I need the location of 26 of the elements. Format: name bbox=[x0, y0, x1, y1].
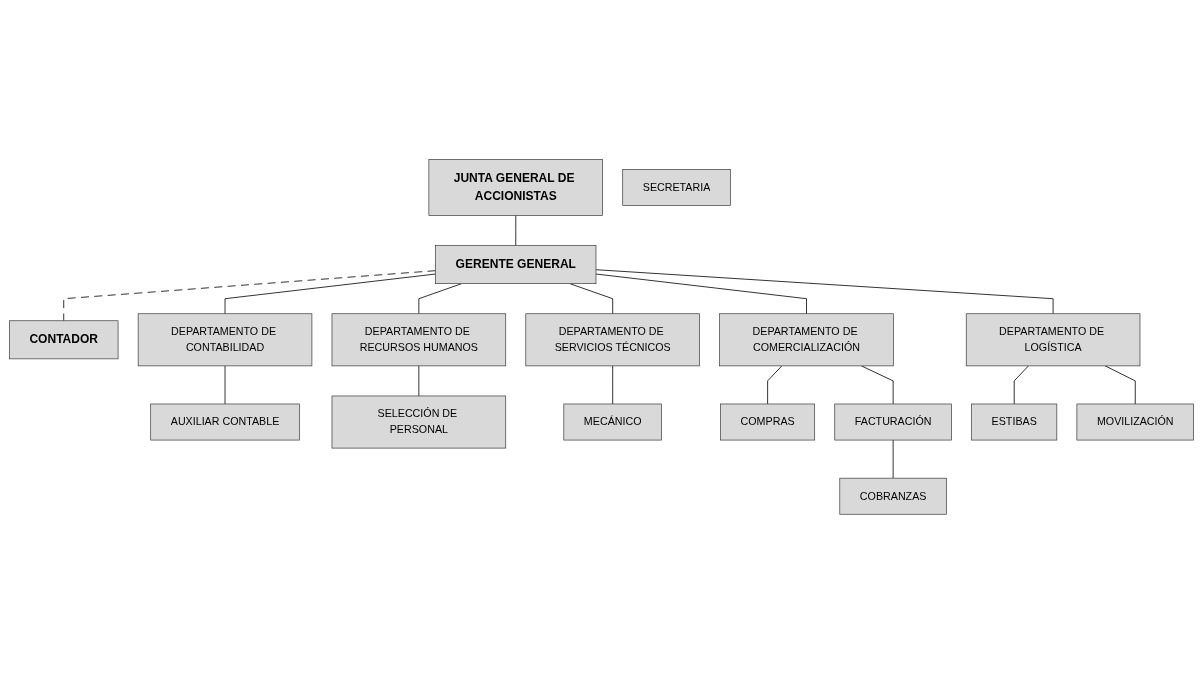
node-box: CONTADOR bbox=[9, 320, 119, 359]
connector bbox=[418, 282, 462, 314]
node-box: MOVILIZACIÓN bbox=[1076, 403, 1194, 441]
node-box: DEPARTAMENTO DE COMERCIALIZACIÓN bbox=[719, 313, 894, 366]
node-box: MECÁNICO bbox=[563, 403, 662, 441]
node-box: DEPARTAMENTO DE RECURSOS HUMANOS bbox=[331, 313, 507, 366]
connector bbox=[767, 365, 783, 405]
node-box: GERENTE GENERAL bbox=[435, 244, 597, 284]
node-box: COBRANZAS bbox=[839, 477, 947, 515]
connector bbox=[595, 269, 1054, 314]
connector bbox=[1013, 365, 1029, 405]
connector bbox=[224, 273, 436, 314]
connector bbox=[595, 273, 807, 314]
node-box: SECRETARIA bbox=[622, 168, 731, 206]
node-box: JUNTA GENERAL DE ACCIONISTAS bbox=[428, 158, 603, 216]
node-box: SELECCIÓN DE PERSONAL bbox=[331, 395, 507, 449]
node-box: DEPARTAMENTO DE CONTABILIDAD bbox=[137, 313, 313, 366]
node-box: ESTIBAS bbox=[971, 403, 1058, 441]
connector bbox=[569, 282, 614, 314]
connector bbox=[63, 269, 436, 321]
node-box: COMPRAS bbox=[720, 403, 816, 441]
node-box: DEPARTAMENTO DE LOGÍSTICA bbox=[965, 313, 1141, 366]
node-box: FACTURACIÓN bbox=[834, 403, 952, 441]
node-box: AUXILIAR CONTABLE bbox=[150, 403, 300, 441]
node-box: DEPARTAMENTO DE SERVICIOS TÉCNICOS bbox=[525, 313, 700, 366]
connector bbox=[612, 365, 614, 405]
